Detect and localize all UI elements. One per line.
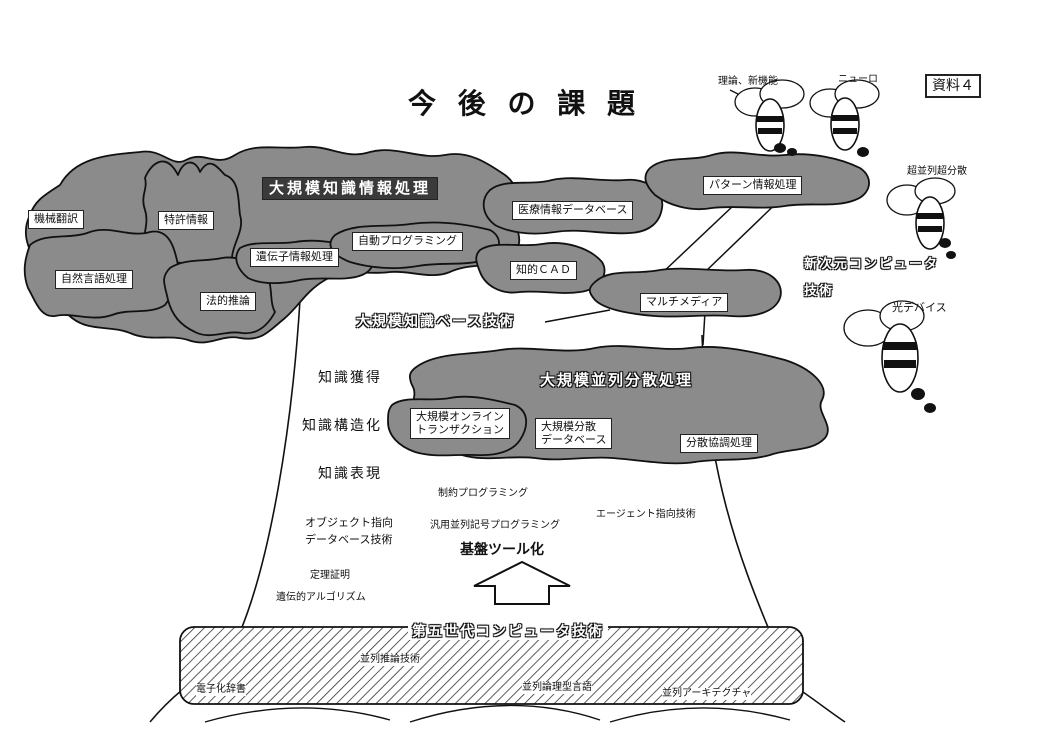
distributed-db-label: 大規模分散 データベース [535,418,613,450]
genetic-info-label: 遺伝子情報処理 [250,248,339,267]
document-label: 資料４ [925,74,981,99]
bee-optical [843,300,936,413]
trunk-left-edge [239,299,301,633]
knowledge-acquisition-label: 知識獲得 [318,370,382,386]
agent-oriented-label: エージェント指向技術 [596,509,696,520]
bee-neuro-label: ニューロ [838,74,878,85]
cloud-multimedia [588,267,782,318]
ground-arcs [204,704,791,723]
multimedia-label: マルチメディア [640,293,729,312]
cooperative-processing-label: 分散協調処理 [680,434,758,453]
distributed-heading: 大規模並列分散処理 [540,371,694,389]
bee-massively-parallel-label: 超並列超分散 [907,166,967,177]
bee-theory [729,79,805,156]
canopy-clouds [23,146,870,344]
parallel-inference-label: 並列推論技術 [360,654,420,666]
page-title: 今 後 の 課 題 [408,87,641,120]
root-right [799,689,846,723]
parallel-architecture-label: 並列アーキテクチャ [662,688,752,700]
parallel-symbolic-label: 汎用並列記号プログラミング [430,520,560,531]
constraint-programming-label: 制約プログラミング [438,488,528,499]
parallel-logic-lang-label: 並列論理型言語 [522,682,592,694]
knowledge-representation-label: 知識表現 [318,466,382,482]
bee-optical-label: 光デバイス [892,301,947,314]
large-knowledge-info-heading: 大規模知識情報処理 [262,177,439,201]
root-left [149,689,183,723]
knowledge-structuring-label: 知識構造化 [302,418,382,434]
theorem-proving-label: 定理証明 [310,570,350,581]
legal-reasoning-label: 法的推論 [200,292,256,311]
next-gen-computing-label-2: 技術 [804,284,835,299]
bee-theory-label: 理論、新機能 [718,76,778,87]
bee-neuro [809,79,880,157]
medical-db-label: 医療情報データベース [512,201,634,220]
bee-massively-parallel [886,177,956,259]
object-db-label: オブジェクト指向 データベース技術 [305,516,393,547]
platform-tooling-label: 基盤ツール化 [460,542,544,558]
machine-translation-label: 機械翻訳 [28,210,84,229]
natural-language-label: 自然言語処理 [55,270,133,289]
auto-programming-label: 自動プログラミング [352,232,463,251]
pattern-info-label: パターン情報処理 [703,176,803,195]
e-dictionary-label: 電子化辞書 [196,684,246,696]
patent-info-label: 特許情報 [158,211,214,230]
intellectual-cad-label: 知的ＣＡＤ [510,261,577,280]
online-transaction-label: 大規模オンライン トランザクション [410,408,510,440]
fifth-gen-heading: 第五世代コンピュータ技術 [408,624,608,641]
next-gen-computing-label-1: 新次元コンピュータ [804,257,940,272]
kb-tech-label: 大規模知識ベース技術 [356,314,516,330]
connector-multimedia-distributed [702,311,706,346]
genetic-algorithm-label: 遺伝的アルゴリズム [276,592,366,603]
up-arrow [473,560,571,605]
connector-multimedia-kb [544,309,611,323]
